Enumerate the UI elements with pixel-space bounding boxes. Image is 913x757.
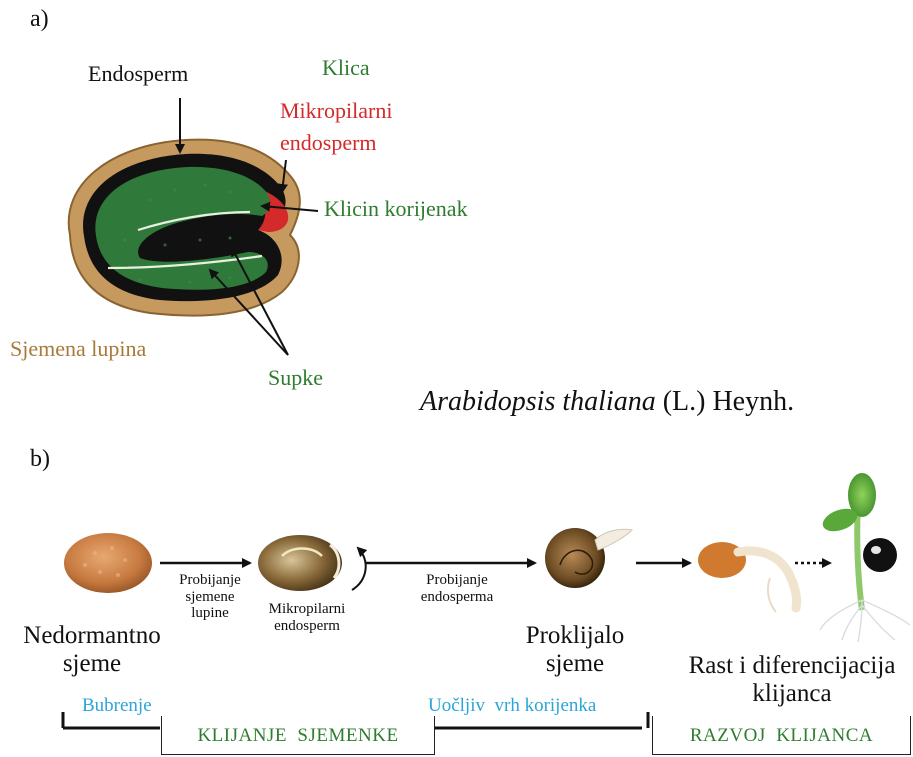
label-rast-line2: klijanca: [672, 680, 912, 708]
label-proklijalo-line2: sjeme: [505, 650, 645, 678]
dormant-seed-image: [64, 533, 152, 593]
label-step2-line1: Probijanje: [408, 572, 506, 589]
label-mikropilarni-1: Mikropilarni: [280, 99, 392, 123]
label-step1-line2: sjemene: [170, 589, 250, 606]
label-step1-line1: Probijanje: [170, 572, 250, 589]
label-rast-line1: Rast i diferencijacija: [672, 652, 912, 680]
species-name: Arabidopsis thaliana (L.) Heynh.: [420, 387, 794, 418]
developed-seedling-image: [820, 473, 910, 642]
label-bubrenje: Bubrenje: [82, 696, 152, 717]
species-italic: Arabidopsis thaliana: [420, 386, 656, 417]
species-author: (L.) Heynh.: [656, 386, 794, 417]
seed-cross-section: [69, 140, 300, 316]
germinated-seed-image: [545, 528, 605, 588]
label-uocljiv: Uočljiv vrh korijenka: [428, 696, 596, 717]
label-micro-line2: endosperm: [262, 618, 352, 635]
label-nedormantno: Nedormantno sjeme: [12, 622, 172, 677]
label-proklijalo: Proklijalo sjeme: [505, 622, 645, 677]
label-nedormantno-line1: Nedormantno: [12, 622, 172, 650]
label-endosperm: Endosperm: [88, 62, 188, 86]
coat-rupture-seed-image: [258, 535, 342, 591]
label-klica: Klica: [322, 56, 370, 80]
label-micro: Mikropilarni endosperm: [262, 601, 352, 634]
label-step2: Probijanje endosperma: [408, 572, 506, 605]
label-step1: Probijanje sjemene lupine: [170, 572, 250, 622]
label-klicin-korijenak: Klicin korijenak: [324, 197, 468, 221]
label-rast: Rast i diferencijacija klijanca: [672, 652, 912, 707]
label-proklijalo-line1: Proklijalo: [505, 622, 645, 650]
label-nedormantno-line2: sjeme: [12, 650, 172, 678]
label-micro-line1: Mikropilarni: [262, 601, 352, 618]
box-razvoj: RAZVOJ KLIJANCA: [652, 716, 911, 755]
early-seedling-root: [738, 551, 797, 608]
label-supke: Supke: [268, 366, 323, 390]
label-mikropilarni-2: endosperm: [280, 131, 377, 155]
box-klijanje: KLIJANJE SJEMENKE: [161, 716, 435, 755]
label-step1-line3: lupine: [170, 605, 250, 622]
curved-arrow-micropylar: [352, 548, 366, 590]
panel-a-tag: a): [30, 6, 49, 32]
label-step2-line2: endosperma: [408, 589, 506, 606]
label-sjemena-lupina: Sjemena lupina: [10, 337, 146, 361]
panel-b-tag: b): [30, 446, 50, 472]
